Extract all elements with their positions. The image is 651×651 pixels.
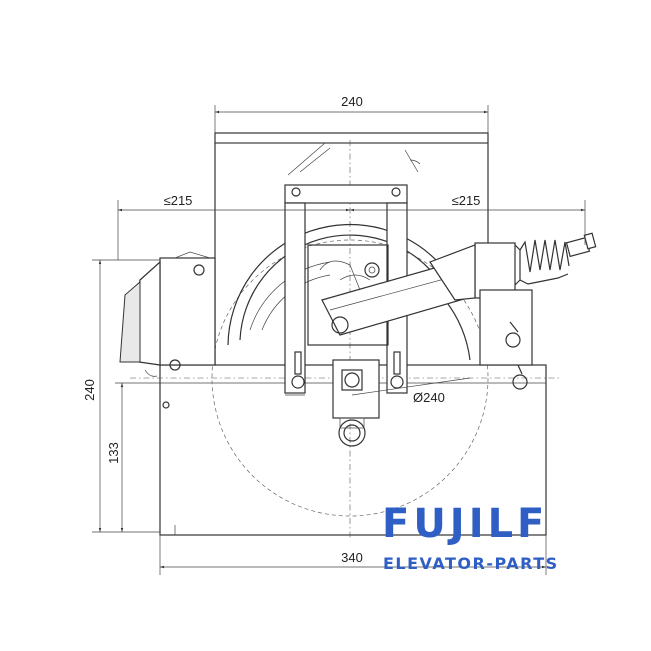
dim-left-height: 240 bbox=[82, 259, 160, 533]
brand-tagline: ELEVATOR-PARTS bbox=[383, 554, 559, 573]
dim-right-offset-label: ≤215 bbox=[452, 193, 481, 208]
dim-top-width-label: 240 bbox=[341, 94, 363, 109]
dim-left-height-label: 240 bbox=[82, 379, 97, 401]
pins bbox=[285, 351, 404, 396]
center-frame bbox=[284, 184, 408, 394]
dim-top-width: 240 bbox=[214, 94, 489, 133]
dim-inner-height: 133 bbox=[106, 382, 160, 532]
dim-offsets: ≤215 ≤215 bbox=[117, 193, 586, 260]
hub-block bbox=[332, 359, 380, 447]
sheave-rim bbox=[227, 223, 471, 361]
brand-name: FUJILF bbox=[382, 501, 548, 547]
dim-bottom-width-label: 340 bbox=[341, 550, 363, 565]
brand-logo: FUJILF ELEVATOR-PARTS bbox=[382, 501, 559, 573]
sheave-outline bbox=[130, 140, 560, 540]
dim-sheave-diameter-label: Ø240 bbox=[413, 390, 445, 405]
dim-left-offset-label: ≤215 bbox=[164, 193, 193, 208]
dim-inner-height-label: 133 bbox=[106, 442, 121, 464]
dim-bottom-width: 340 bbox=[159, 535, 547, 575]
dim-sheave-diameter: Ø240 bbox=[351, 377, 471, 405]
brake-spring-assembly bbox=[429, 232, 597, 390]
left-brake-assembly bbox=[119, 251, 216, 409]
spring-coil bbox=[519, 239, 570, 285]
